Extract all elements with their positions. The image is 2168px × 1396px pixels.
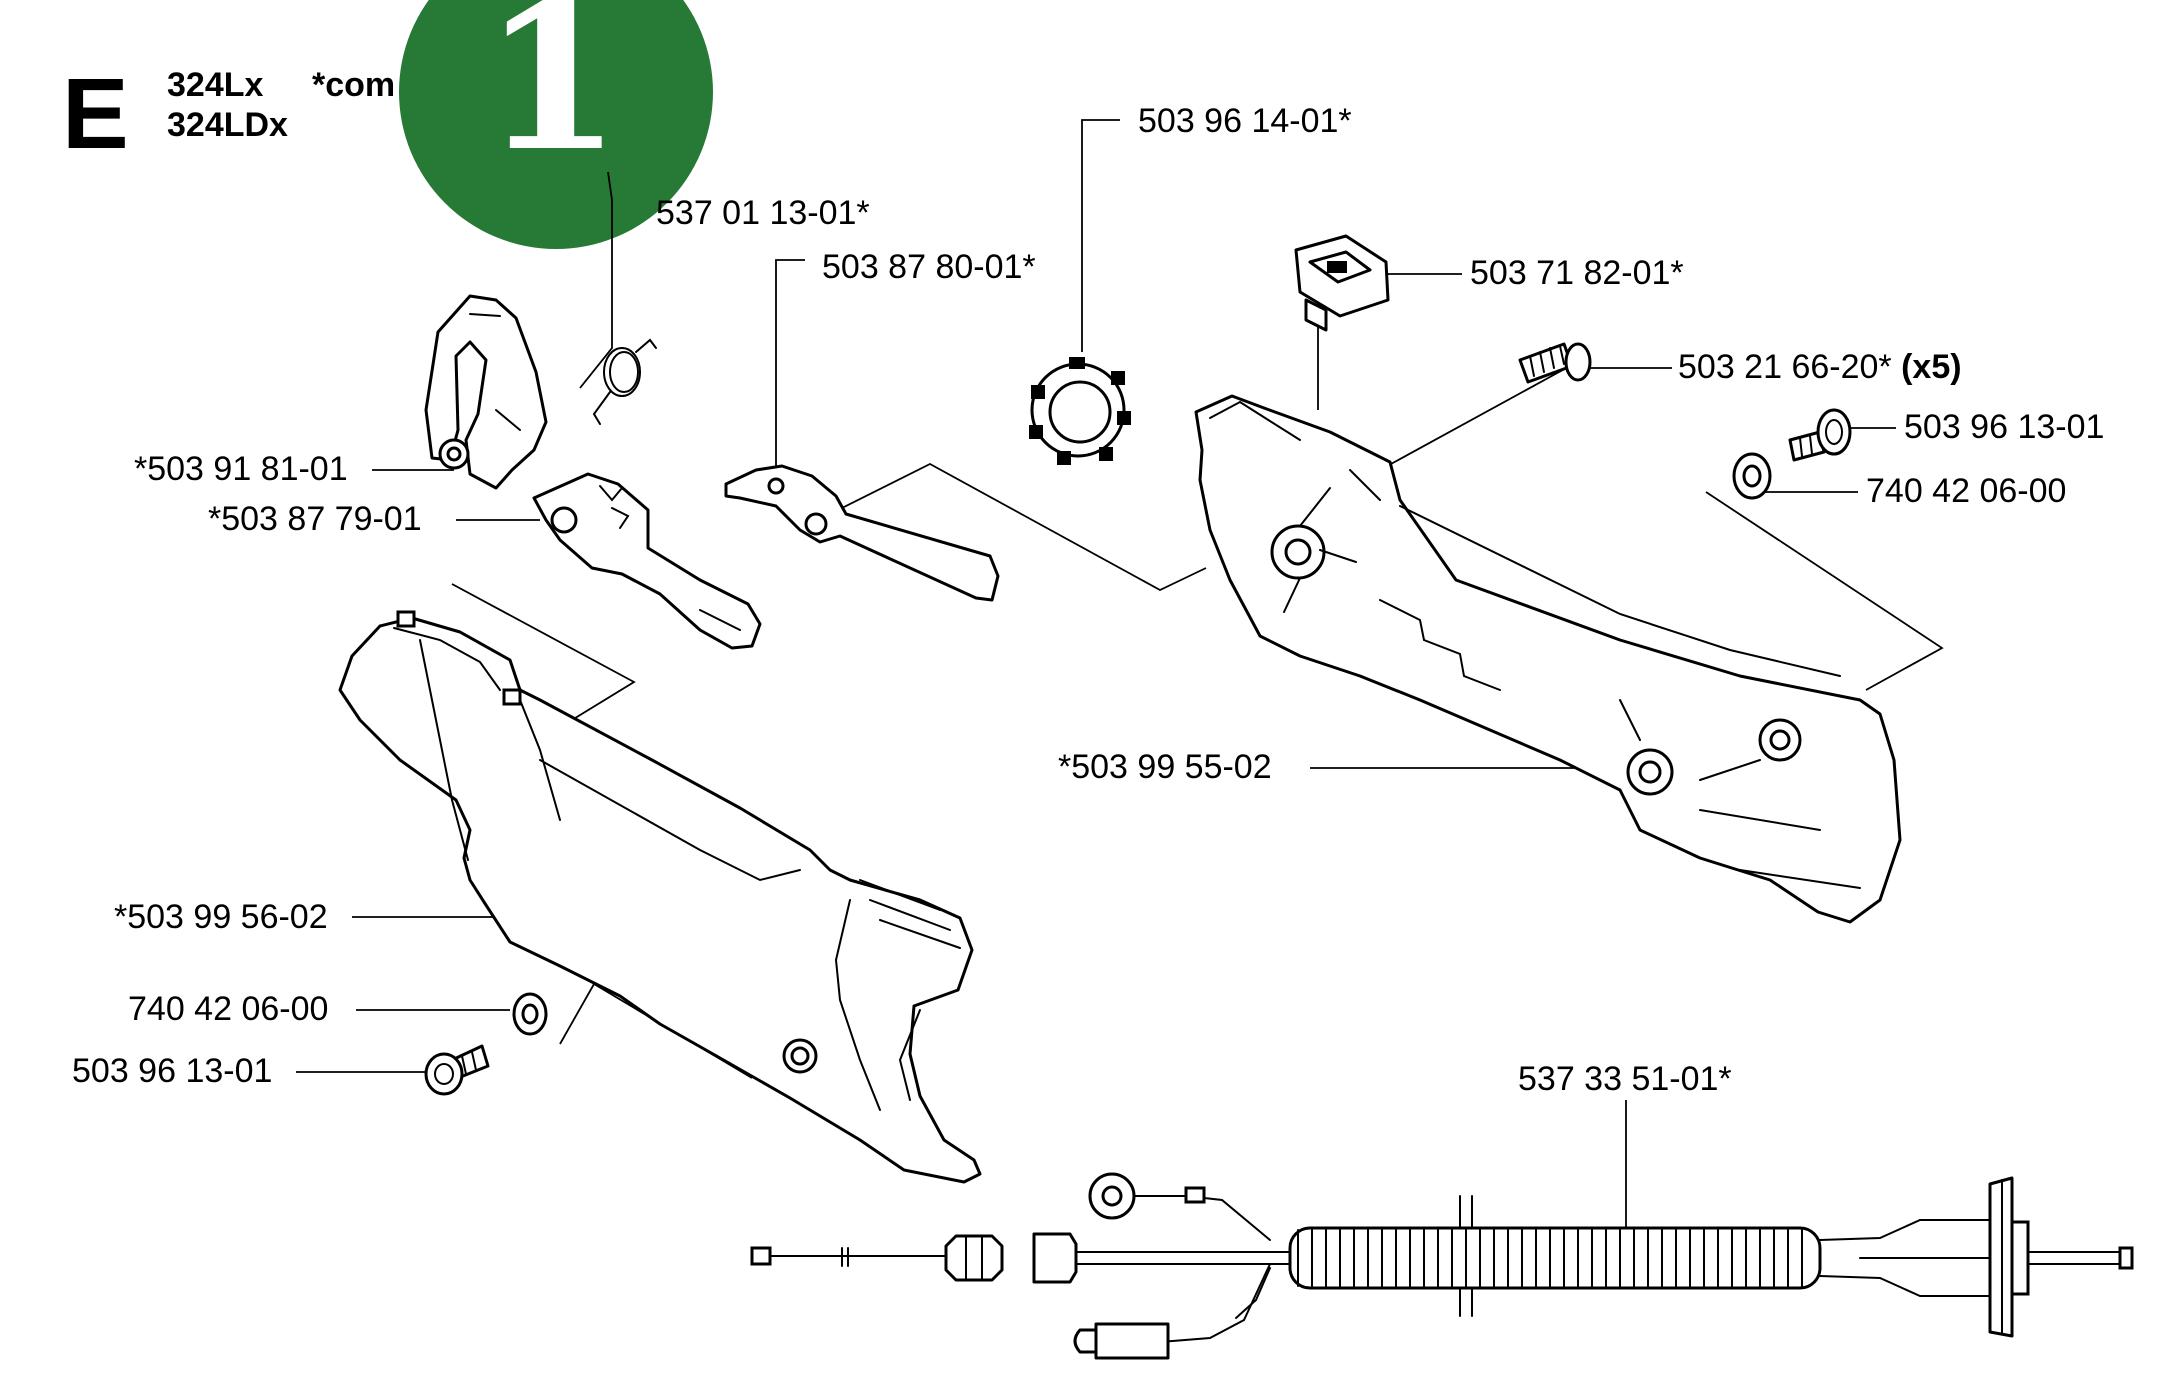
cable-ribs: [1297, 1229, 1803, 1287]
cable-part: [750, 1172, 2134, 1360]
screw-right-part: [1788, 408, 1852, 462]
screw-left-part: [424, 1044, 490, 1096]
handle-half-left-part: [338, 610, 982, 1184]
badge-number: 1: [482, 0, 621, 196]
switch-part: [1294, 234, 1390, 332]
lock-lever-part: [424, 294, 548, 490]
label-537-33-51-01: 537 33 51-01*: [1518, 1060, 1732, 1098]
part-labels: 537 01 13-01* 503 87 80-01* 503 96 14-01…: [72, 102, 2104, 1098]
label-503-96-14-01: 503 96 14-01*: [1138, 102, 1352, 140]
handle-half-right-part: [1194, 394, 1902, 924]
screw-x5-part: [1518, 342, 1592, 384]
lever-link-part: [724, 464, 1000, 602]
model-324lx: 324Lx: [167, 66, 263, 104]
note-fragment: *com: [312, 66, 395, 104]
nut-ring-part: [1029, 357, 1131, 465]
spring-part: [592, 338, 657, 425]
label-503-91-81-01: *503 91 81-01: [134, 450, 348, 488]
part-drawings: [338, 234, 2134, 1360]
badge-circle: [399, 0, 713, 249]
washer-left-part: [512, 992, 548, 1036]
label-503-87-80-01: 503 87 80-01*: [822, 248, 1036, 286]
step-badge: 1: [399, 0, 713, 249]
label-537-01-13-01: 537 01 13-01*: [656, 194, 870, 232]
label-503-99-56-02: *503 99 56-02: [114, 898, 328, 936]
throttle-part: [532, 472, 762, 650]
section-letter: E: [62, 58, 129, 170]
label-503-71-82-01: 503 71 82-01*: [1470, 254, 1684, 292]
model-324ldx: 324LDx: [167, 106, 288, 144]
label-740-42-06-00-right: 740 42 06-00: [1866, 472, 2066, 510]
label-503-96-13-01-left: 503 96 13-01: [72, 1052, 272, 1090]
label-503-87-79-01: *503 87 79-01: [208, 500, 422, 538]
label-503-96-13-01-right: 503 96 13-01: [1904, 408, 2104, 446]
label-740-42-06-00-left: 740 42 06-00: [128, 990, 328, 1028]
label-503-21-66-20: 503 21 66-20* (x5): [1678, 348, 1962, 386]
label-503-99-55-02: *503 99 55-02: [1058, 748, 1272, 786]
washer-right-part: [1732, 452, 1772, 500]
